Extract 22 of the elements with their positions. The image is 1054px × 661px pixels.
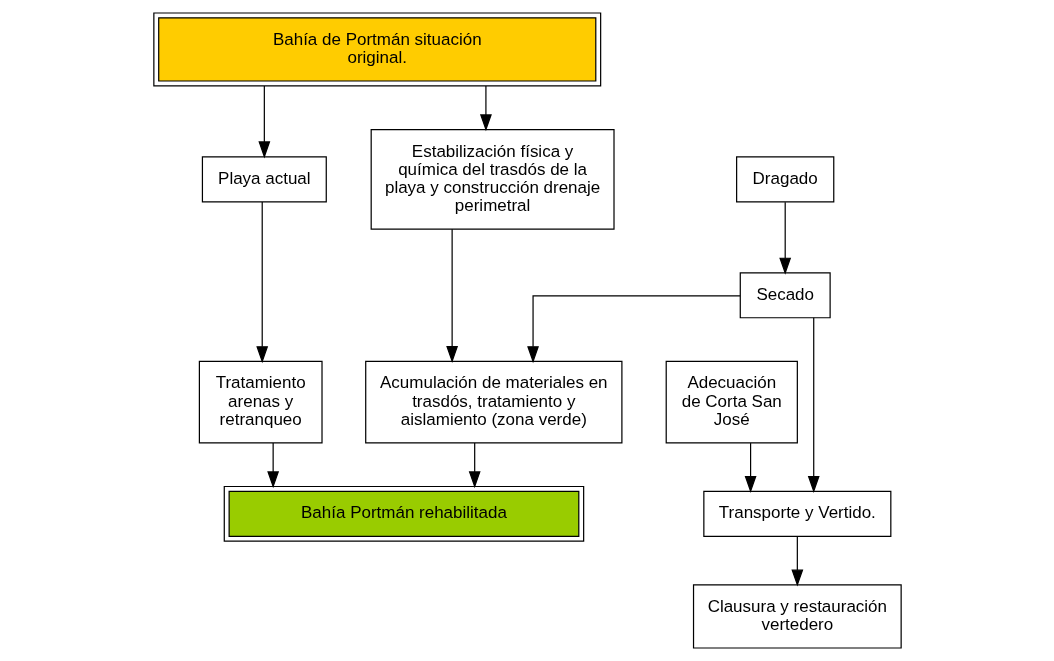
node-box: Bahía de Portmán situación original. — [152, 12, 601, 87]
node-box: Transporte y Vertido. — [702, 490, 891, 537]
arrow — [744, 442, 757, 493]
arrow — [445, 228, 458, 364]
arrow — [257, 85, 270, 159]
node-box: Bahía Portmán rehabilitada — [223, 485, 584, 542]
node-box: Playa actual — [201, 156, 327, 203]
node-box: Estabilización física y química del trasdós de la playa y construcción drenaje perimetral — [370, 128, 615, 230]
node-box: Tratamiento arenas y retranqueo — [198, 360, 323, 444]
node-box: Adecuación de Corta San José — [665, 360, 798, 444]
arrow — [468, 442, 481, 489]
node-box: Secado — [739, 272, 831, 319]
node-box: Acumulación de materiales en trasdós, tratamiento y aislamiento (zona verde) — [364, 360, 622, 444]
node-box: Dragado — [735, 156, 834, 203]
arrow — [790, 536, 803, 587]
arrow — [479, 85, 492, 132]
arrow — [778, 201, 791, 275]
arrow — [255, 201, 268, 364]
arrow — [807, 317, 820, 493]
arrow — [266, 442, 279, 489]
node-box: Clausura y restauración vertedero — [692, 584, 902, 649]
arrow — [526, 295, 741, 364]
